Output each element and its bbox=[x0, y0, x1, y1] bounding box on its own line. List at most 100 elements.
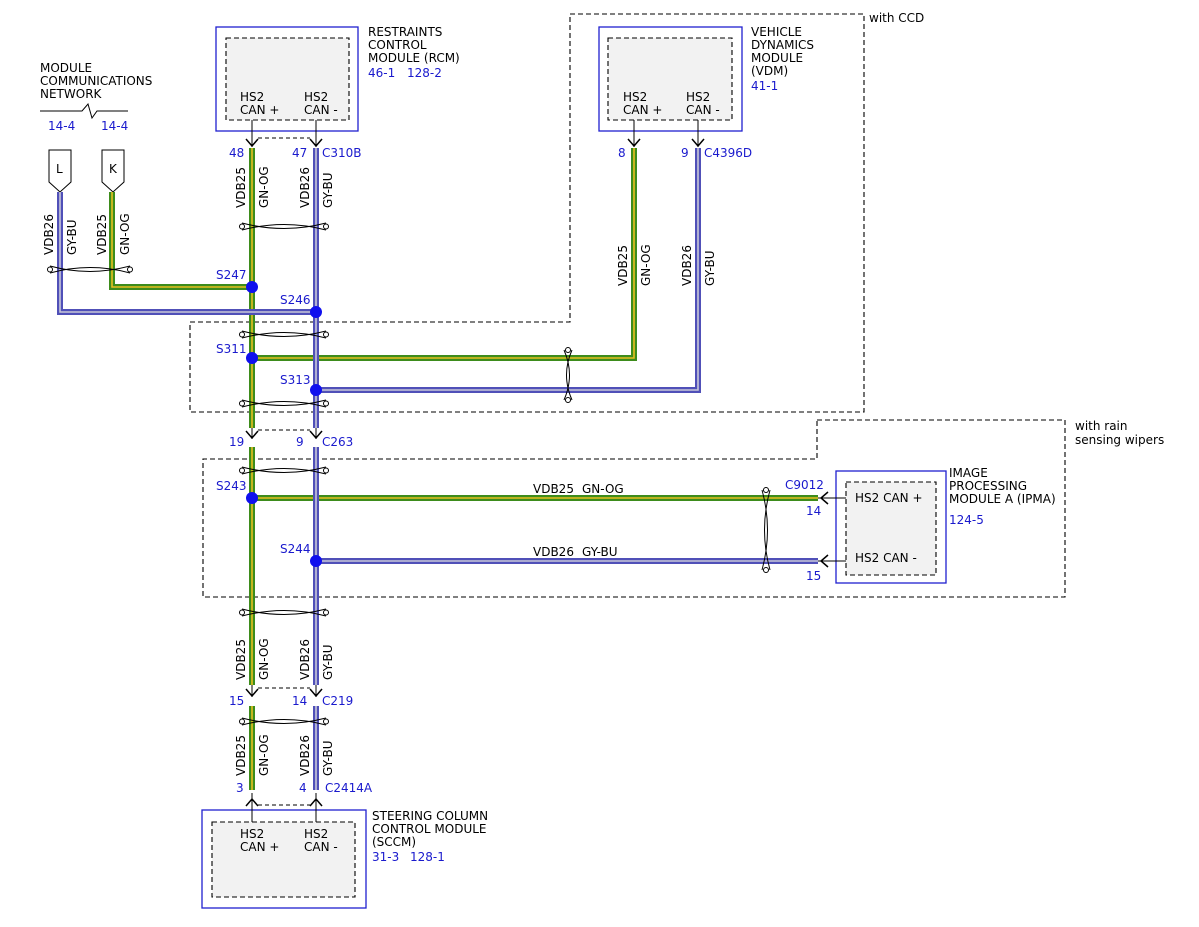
rcm-connector-name: C310B bbox=[322, 146, 362, 160]
ipma-name-2: PROCESSING bbox=[949, 479, 1027, 493]
sccm-module[interactable]: HS2 CAN + HS2 CAN - STEERING COLUMN CONT… bbox=[201, 809, 488, 909]
sccm-name-2: CONTROL MODULE bbox=[372, 822, 487, 836]
vdm-module[interactable]: HS2 CAN + HS2 CAN - VEHICLE DYNAMICS MOD… bbox=[598, 25, 814, 132]
wire-label-color: GN-OG bbox=[257, 166, 271, 208]
c219-pin2-number: 14 bbox=[292, 694, 307, 708]
flag-l-label: L bbox=[56, 162, 63, 176]
wire-label-circuit: VDB26 bbox=[680, 245, 694, 286]
rcm-ref-1[interactable]: 46-1 bbox=[368, 66, 395, 80]
ipma-ref-1[interactable]: 124-5 bbox=[949, 513, 984, 527]
twist-marker-7 bbox=[761, 487, 771, 573]
rain-zone-label-1: with rain bbox=[1075, 419, 1128, 433]
sccm-name-1: STEERING COLUMN bbox=[372, 809, 488, 823]
splice-s244-dot bbox=[310, 555, 322, 567]
rcm-pin1-number: 48 bbox=[229, 146, 244, 160]
wire-vdb26-tracer bbox=[316, 148, 699, 391]
wire-label-circuit: VDB25 bbox=[95, 214, 109, 255]
twist-marker-9 bbox=[239, 717, 329, 726]
vdm-pin-terminal-2 bbox=[691, 138, 705, 148]
ccd-option-zone: with CCD bbox=[189, 11, 924, 413]
splice-s313-dot bbox=[310, 384, 322, 396]
rcm-pin-minus-2: CAN - bbox=[304, 103, 338, 117]
wire-label-color: GN-OG bbox=[257, 638, 271, 680]
splice-s243-label: S243 bbox=[216, 479, 247, 493]
c263-pin2-number: 9 bbox=[296, 435, 304, 449]
wire-label-color: GN-OG bbox=[582, 482, 624, 496]
sccm-pin-minus-1: HS2 bbox=[304, 827, 328, 841]
rcm-module[interactable]: HS2 CAN + HS2 CAN - RESTRAINTS CONTROL M… bbox=[215, 25, 460, 132]
wire-label-color: GY-BU bbox=[321, 644, 335, 680]
rcm-name-2: CONTROL bbox=[368, 38, 427, 52]
rcm-ref-2[interactable]: 128-2 bbox=[407, 66, 442, 80]
wire-label-circuit: VDB25 bbox=[533, 482, 574, 496]
vdm-pin-minus-1: HS2 bbox=[686, 90, 710, 104]
vdm-pin2-number: 9 bbox=[681, 146, 689, 160]
wire-label-circuit: VDB25 bbox=[616, 245, 630, 286]
sccm-name-3: (SCCM) bbox=[372, 835, 416, 849]
splice-s246-label: S246 bbox=[280, 293, 311, 307]
splice-s243-dot bbox=[246, 492, 258, 504]
twist-marker-2 bbox=[47, 265, 133, 274]
wire-vdb26-tracer bbox=[59, 192, 316, 313]
c263-terminal-1 bbox=[245, 430, 259, 440]
ipma-pin2-number: 15 bbox=[806, 569, 821, 583]
wire-vdb25-tracer bbox=[111, 192, 252, 288]
network-block: MODULE COMMUNICATIONS NETWORK 14-4 14-4 … bbox=[40, 61, 152, 193]
splice-s244-label: S244 bbox=[280, 542, 311, 556]
ipma-pin-plus: HS2 CAN + bbox=[855, 491, 923, 505]
pin-leads bbox=[251, 120, 846, 822]
network-ref-left[interactable]: 14-4 bbox=[48, 119, 75, 133]
sccm-pin2-number: 4 bbox=[299, 781, 307, 795]
network-ref-right[interactable]: 14-4 bbox=[101, 119, 128, 133]
c263-connector-name: C263 bbox=[322, 435, 353, 449]
wire-label-circuit: VDB26 bbox=[533, 545, 574, 559]
c219-terminal-1 bbox=[245, 688, 259, 698]
wire-label-color: GY-BU bbox=[65, 219, 79, 255]
network-title-2: COMMUNICATIONS bbox=[40, 74, 152, 88]
vdm-inner bbox=[607, 37, 733, 121]
wire-label-color: GY-BU bbox=[321, 740, 335, 776]
vdm-name-2: DYNAMICS bbox=[751, 38, 814, 52]
rcm-inner bbox=[225, 37, 350, 121]
wire-label-color: GN-OG bbox=[639, 244, 653, 286]
sccm-ref-1[interactable]: 31-3 bbox=[372, 850, 399, 864]
twist-marker-8 bbox=[239, 608, 329, 617]
splice-s246-dot bbox=[310, 306, 322, 318]
wire-label-circuit: VDB26 bbox=[298, 639, 312, 680]
wire-label-circuit: VDB26 bbox=[42, 214, 56, 255]
c263-terminal-2 bbox=[309, 430, 323, 440]
wire-label-color: GY-BU bbox=[582, 545, 618, 559]
rain-option-zone: with rain sensing wipers bbox=[202, 419, 1164, 598]
flag-l-icon bbox=[48, 149, 72, 193]
wire-vdb25-tracer bbox=[252, 148, 635, 359]
wire-label-circuit: VDB26 bbox=[298, 167, 312, 208]
twist-marker-6 bbox=[239, 466, 329, 475]
sccm-pin-minus-2: CAN - bbox=[304, 840, 338, 854]
flag-k-icon bbox=[101, 149, 125, 193]
vdm-pin1-number: 8 bbox=[618, 146, 626, 160]
vdm-pin-terminal-1 bbox=[627, 138, 641, 148]
connector-terminals bbox=[245, 138, 829, 807]
splice-s311-label: S311 bbox=[216, 342, 247, 356]
c219-connector-name: C219 bbox=[322, 694, 353, 708]
network-title-3: NETWORK bbox=[40, 87, 103, 101]
network-break-symbol bbox=[40, 102, 128, 120]
vdm-name-4: (VDM) bbox=[751, 64, 788, 78]
sccm-connector-name: C2414A bbox=[325, 781, 373, 795]
twist-marker-1 bbox=[239, 222, 329, 231]
wire-label-circuit: VDB25 bbox=[234, 167, 248, 208]
ipma-pin1-number: 14 bbox=[806, 504, 821, 518]
wire-label-color: GY-BU bbox=[703, 250, 717, 286]
rain-zone-label-2: sensing wipers bbox=[1075, 433, 1164, 447]
sccm-pin-plus-1: HS2 bbox=[240, 827, 264, 841]
wire-label-circuit: VDB25 bbox=[234, 639, 248, 680]
ipma-module[interactable]: HS2 CAN + HS2 CAN - IMAGE PROCESSING MOD… bbox=[835, 466, 1056, 584]
twist-marker-3 bbox=[239, 330, 329, 339]
network-title-1: MODULE bbox=[40, 61, 92, 75]
wire-label-circuit: VDB26 bbox=[298, 735, 312, 776]
sccm-ref-2[interactable]: 128-1 bbox=[410, 850, 445, 864]
twist-marker-4 bbox=[239, 399, 329, 408]
vdm-ref-1[interactable]: 41-1 bbox=[751, 79, 778, 93]
ccd-zone-label: with CCD bbox=[869, 11, 924, 25]
